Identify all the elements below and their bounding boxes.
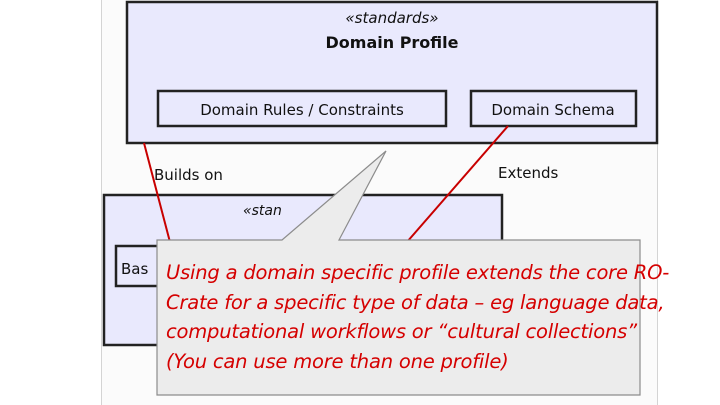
- domain-rules-label: Domain Rules / Constraints: [200, 101, 404, 119]
- base-profile-component-label: Bas: [121, 260, 148, 278]
- callout-line: Crate for a specific type of data – eg l…: [166, 290, 665, 314]
- callout-line: (You can use more than one profile): [166, 349, 509, 373]
- slide-left-edge: [101, 0, 102, 405]
- domain-rules-component: [156, 89, 448, 128]
- callout-bubble: [156, 150, 641, 396]
- domain-profile-title: Domain Profile: [326, 33, 459, 52]
- extends-label: Extends: [498, 164, 558, 182]
- domain-schema-component: [469, 89, 638, 128]
- builds-on-label: Builds on: [154, 166, 223, 184]
- callout-text: Using a domain specific profile extends …: [166, 258, 670, 376]
- base-profile-stereotype: «stan: [243, 203, 282, 219]
- domain-profile-stereotype: «standards»: [345, 9, 438, 27]
- callout-line: Using a domain specific profile extends …: [166, 261, 670, 284]
- extends-connector: [399, 125, 509, 251]
- callout-line: computational workflows or “cultural col…: [166, 320, 637, 343]
- domain-schema-label: Domain Schema: [491, 101, 614, 119]
- slide-right-edge: [657, 0, 658, 405]
